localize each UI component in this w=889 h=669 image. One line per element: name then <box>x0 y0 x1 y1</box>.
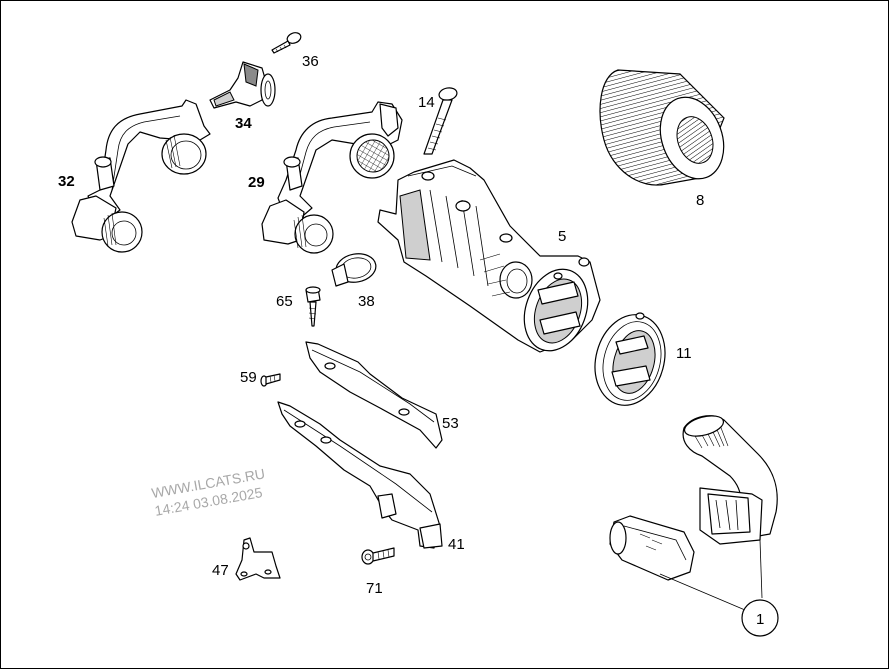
label-53: 53 <box>442 415 459 432</box>
watermark: WWW.ILCATS.RU 14:24 03.08.2025 <box>150 465 266 518</box>
bracket-53[interactable] <box>305 341 443 449</box>
label-36: 36 <box>302 53 319 70</box>
label-29: 29 <box>248 174 265 191</box>
label-71: 71 <box>366 580 383 597</box>
label-8: 8 <box>696 192 704 209</box>
label-14: 14 <box>418 94 435 111</box>
bolt-14[interactable] <box>423 87 458 155</box>
air-mass-sensor-34[interactable] <box>209 61 276 109</box>
filter-element-8[interactable] <box>599 69 734 188</box>
filter-cover-11[interactable] <box>585 307 674 413</box>
label-11: 11 <box>676 345 692 362</box>
intake-pipe-32[interactable] <box>71 99 211 253</box>
label-41: 41 <box>448 536 465 553</box>
label-47: 47 <box>212 562 229 579</box>
label-1: 1 <box>756 611 764 628</box>
bracket-41[interactable] <box>277 401 443 549</box>
label-32: 32 <box>58 173 75 190</box>
air-filter-housing-5[interactable] <box>377 159 601 360</box>
intake-pipe-29[interactable] <box>261 101 403 254</box>
intake-duct-set-1[interactable] <box>609 412 779 637</box>
label-59: 59 <box>240 369 257 386</box>
clamp-38[interactable] <box>331 251 378 287</box>
bracket-47[interactable] <box>235 537 281 581</box>
label-5: 5 <box>558 228 566 245</box>
screw-36[interactable] <box>271 31 302 54</box>
screw-71[interactable] <box>361 547 395 565</box>
callout-circle-1 <box>741 599 779 637</box>
label-34: 34 <box>235 115 252 132</box>
label-65: 65 <box>276 293 293 310</box>
screw-59[interactable] <box>260 373 281 387</box>
screw-65[interactable] <box>305 286 321 327</box>
label-38: 38 <box>358 293 375 310</box>
